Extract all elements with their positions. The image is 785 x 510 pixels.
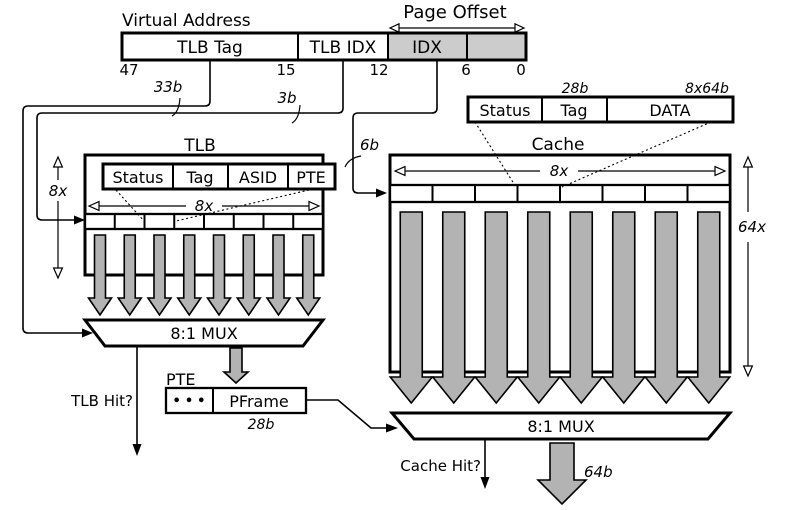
va-field-tlb-idx: TLB IDX <box>309 38 377 58</box>
mux-output-arrow-icon <box>221 347 251 385</box>
wire-arrowhead-icon <box>480 477 490 489</box>
tlb-tag-width-label: 33b <box>154 78 183 96</box>
tlb-height-label: 8x <box>49 182 68 200</box>
tlb-down-arrow-icon <box>116 234 143 317</box>
arrow-right-icon <box>714 165 727 177</box>
tlb-tag-wire <box>22 60 211 334</box>
cache-mux <box>388 411 734 441</box>
tlb-entry-asid: ASID <box>239 168 277 187</box>
bit-label-12: 12 <box>369 61 388 79</box>
cache-entry-tag: Tag <box>559 101 587 120</box>
tlb-down-arrow-icon <box>86 234 114 317</box>
tlb-idx-wire <box>36 60 344 221</box>
cache-down-arrow-icon <box>473 211 519 405</box>
virtual-address-section: Virtual Address Page Offset TLB Tag TLB … <box>22 2 528 338</box>
pframe-width-label: 28b <box>248 417 275 433</box>
tlb-entry-tag: Tag <box>185 168 213 187</box>
tlb-hit-label: TLB Hit? <box>70 392 133 410</box>
tlb-data-arrows <box>86 234 322 317</box>
va-box <box>120 31 528 62</box>
tlb-down-arrow-icon <box>235 234 262 317</box>
arrow-left-icon <box>393 165 406 177</box>
tlb-down-arrow-icon <box>146 234 173 317</box>
wire-arrowhead-icon <box>132 444 142 456</box>
tlb-section: TLB 8x Status Tag ASID PTE 8x <box>49 136 398 456</box>
wire-arrowhead-icon <box>82 328 93 338</box>
cache-down-arrow-icon <box>516 211 562 405</box>
tlb-down-arrow-icon <box>205 234 233 317</box>
arrow-up-icon <box>742 155 754 168</box>
pframe-wire <box>306 399 386 429</box>
arrow-down-icon <box>742 365 754 378</box>
wire-arrowhead-icon <box>386 423 398 433</box>
tlb-mux <box>81 318 327 348</box>
cache-section: Status Tag DATA 28b 8x64b Cache 8x 64x <box>388 81 766 506</box>
page-offset-label: Page Offset <box>403 2 506 23</box>
arrow-right-icon <box>514 22 526 34</box>
entry-map-dotted-line <box>474 121 517 188</box>
cache-down-arrow-icon <box>431 211 477 405</box>
cache-height-label: 64x <box>738 218 766 236</box>
arrow-up-icon <box>52 155 64 168</box>
cache-hit-label: Cache Hit? <box>400 457 481 475</box>
cache-output-arrow-icon <box>536 442 588 506</box>
cache-data-arrows <box>388 211 732 405</box>
pte-title: PTE <box>166 370 196 389</box>
tlb-entry-pte: PTE <box>296 168 326 187</box>
arrow-down-icon <box>52 267 64 280</box>
va-idx-shade <box>388 33 467 60</box>
pframe-label: PFrame <box>229 392 289 411</box>
cache-down-arrow-icon <box>686 211 732 405</box>
wire-arrowhead-icon <box>74 215 85 225</box>
cache-entry-box <box>466 95 735 124</box>
cache-output-width-label: 64b <box>584 463 613 481</box>
cache-down-arrow-icon <box>388 211 434 405</box>
arrow-left-icon <box>87 200 100 212</box>
cache-width-label: 8x <box>550 162 569 180</box>
bit-label-15: 15 <box>276 61 295 79</box>
bit-label-6: 6 <box>461 61 471 79</box>
arrow-right-icon <box>308 200 321 212</box>
cache-entry-data: DATA <box>649 101 690 120</box>
cache-tag-width-label: 28b <box>562 81 589 97</box>
tlb-idx-width-label: 3b <box>277 89 296 107</box>
cache-idx-width-label: 6b <box>360 136 379 154</box>
cache-down-arrow-icon <box>601 211 647 405</box>
tlb-mux-label: 8:1 MUX <box>170 324 237 343</box>
virtual-address-title: Virtual Address <box>122 11 251 31</box>
wire-arrowhead-icon <box>376 188 387 198</box>
cache-idx-wire <box>352 60 438 194</box>
tlb-entry-status: Status <box>113 168 164 187</box>
tlb-title: TLB <box>183 136 216 156</box>
tlb-entry-box <box>101 162 337 191</box>
va-offset-shade <box>467 33 526 60</box>
va-field-idx: IDX <box>412 38 442 58</box>
tlb-down-arrow-icon <box>295 234 322 317</box>
cache-down-arrow-icon <box>643 211 689 405</box>
arrow-left-icon <box>388 22 400 34</box>
cache-data-width-label: 8x64b <box>685 81 729 97</box>
cache-mux-label: 8:1 MUX <box>527 417 594 436</box>
cache-entry-status: Status <box>480 101 531 120</box>
cache-down-arrow-icon <box>558 211 604 405</box>
bit-label-47: 47 <box>119 61 138 79</box>
va-field-tlb-tag: TLB Tag <box>176 38 243 58</box>
tlb-width-label: 8x <box>195 197 214 215</box>
bus-width-tick <box>291 104 301 124</box>
bus-width-tick <box>171 97 181 117</box>
bus-width-tick <box>344 155 362 168</box>
tlb-down-arrow-icon <box>176 234 203 317</box>
pte-dots: ••• <box>173 394 210 409</box>
tlb-down-arrow-icon <box>265 234 292 317</box>
cache-title: Cache <box>532 135 585 155</box>
bit-label-0: 0 <box>516 61 526 79</box>
